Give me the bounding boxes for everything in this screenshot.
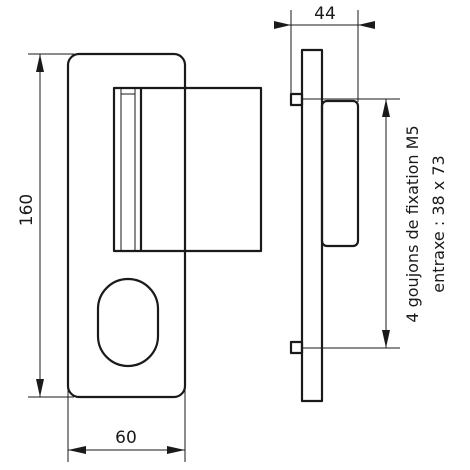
note-line-1: 4 goujons de fixation M5 (403, 125, 422, 322)
depth-dimension: 44 (274, 4, 375, 102)
front-handle (112, 86, 263, 253)
height-dimension: 160 (17, 53, 74, 398)
side-view (289, 48, 360, 403)
fixing-stud-bottom (289, 340, 304, 355)
stud-spacing-dimension (302, 98, 400, 349)
front-view (66, 52, 263, 399)
width-dim-label: 60 (115, 428, 137, 448)
width-dimension: 60 (67, 384, 186, 462)
cylinder-hole (96, 277, 160, 368)
depth-dim-label: 44 (314, 4, 336, 24)
side-handle (320, 99, 360, 248)
front-backplate (66, 52, 187, 399)
fixing-stud-top (289, 92, 304, 107)
note-line-2: entraxe : 38 x 73 (429, 155, 448, 292)
height-dim-label: 160 (17, 194, 37, 226)
